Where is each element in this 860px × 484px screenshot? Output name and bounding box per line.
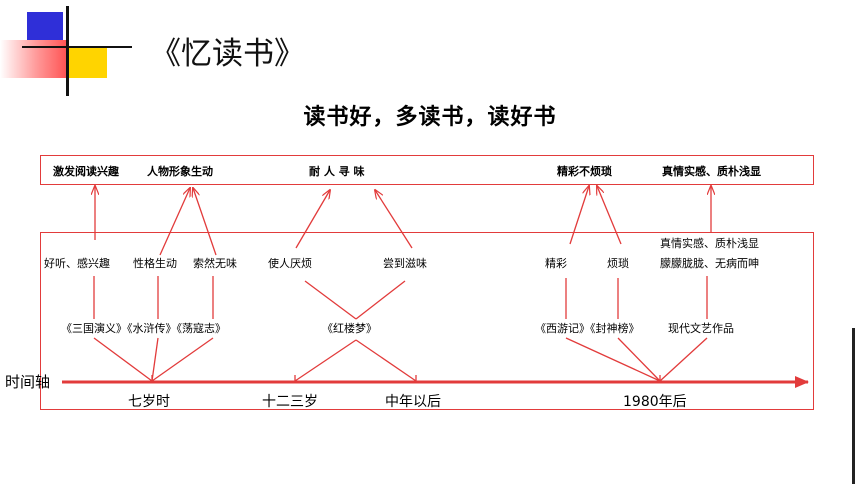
mid-boring: 使人厌烦 bbox=[268, 257, 312, 270]
main-frame bbox=[40, 232, 814, 410]
arrow-boring bbox=[295, 190, 330, 249]
mid-good-listen: 好听、感兴趣 bbox=[44, 257, 110, 270]
book-classics: 《三国演义》《水浒传》《荡寇志》 bbox=[61, 322, 226, 335]
slide-title: 《忆读书》 bbox=[150, 36, 305, 72]
top-plain: 真情实感、质朴浅显 bbox=[662, 165, 761, 178]
mid-vivid: 性格生动 bbox=[133, 257, 177, 270]
deco-yellow-square bbox=[63, 48, 107, 78]
time-middle-age: 中年以后 bbox=[385, 394, 441, 410]
deco-vertical-line bbox=[66, 6, 69, 96]
top-interest: 激发阅读兴趣 bbox=[53, 165, 119, 178]
time-age7: 七岁时 bbox=[128, 394, 170, 410]
arrow-vivid bbox=[159, 188, 190, 256]
top-character: 人物形象生动 bbox=[147, 165, 213, 178]
arrow-tedious bbox=[597, 186, 622, 245]
slide-subtitle: 读书好，多读书，读好书 bbox=[303, 105, 557, 130]
deco-edge-bar bbox=[852, 328, 855, 484]
mid-vague: 朦朦胧胧、无病而呻 bbox=[660, 257, 759, 270]
time-1980: 1980年后 bbox=[623, 394, 687, 410]
arrow-wonderful bbox=[569, 186, 589, 245]
top-savor: 耐 人 寻 味 bbox=[309, 165, 365, 178]
top-frame bbox=[40, 155, 814, 185]
mid-plain: 真情实感、质朴浅显 bbox=[660, 237, 759, 250]
mid-bland: 索然无味 bbox=[193, 257, 237, 270]
time-age12: 十二三岁 bbox=[262, 394, 318, 410]
timeline-label: 时间轴 bbox=[5, 373, 51, 391]
top-exquisite: 精彩不烦琐 bbox=[557, 165, 612, 178]
book-journey-fengshen: 《西游记》《封神榜》 bbox=[535, 322, 640, 335]
arrow-tasteful bbox=[375, 190, 413, 249]
arrow-bland bbox=[193, 188, 217, 256]
mid-tedious: 烦琐 bbox=[607, 257, 629, 270]
deco-horizontal-line bbox=[22, 46, 132, 48]
book-red-mansion: 《红楼梦》 bbox=[322, 322, 377, 335]
book-modern: 现代文艺作品 bbox=[668, 322, 734, 335]
mid-tasteful: 尝到滋味 bbox=[383, 257, 427, 270]
mid-wonderful: 精彩 bbox=[545, 257, 567, 270]
